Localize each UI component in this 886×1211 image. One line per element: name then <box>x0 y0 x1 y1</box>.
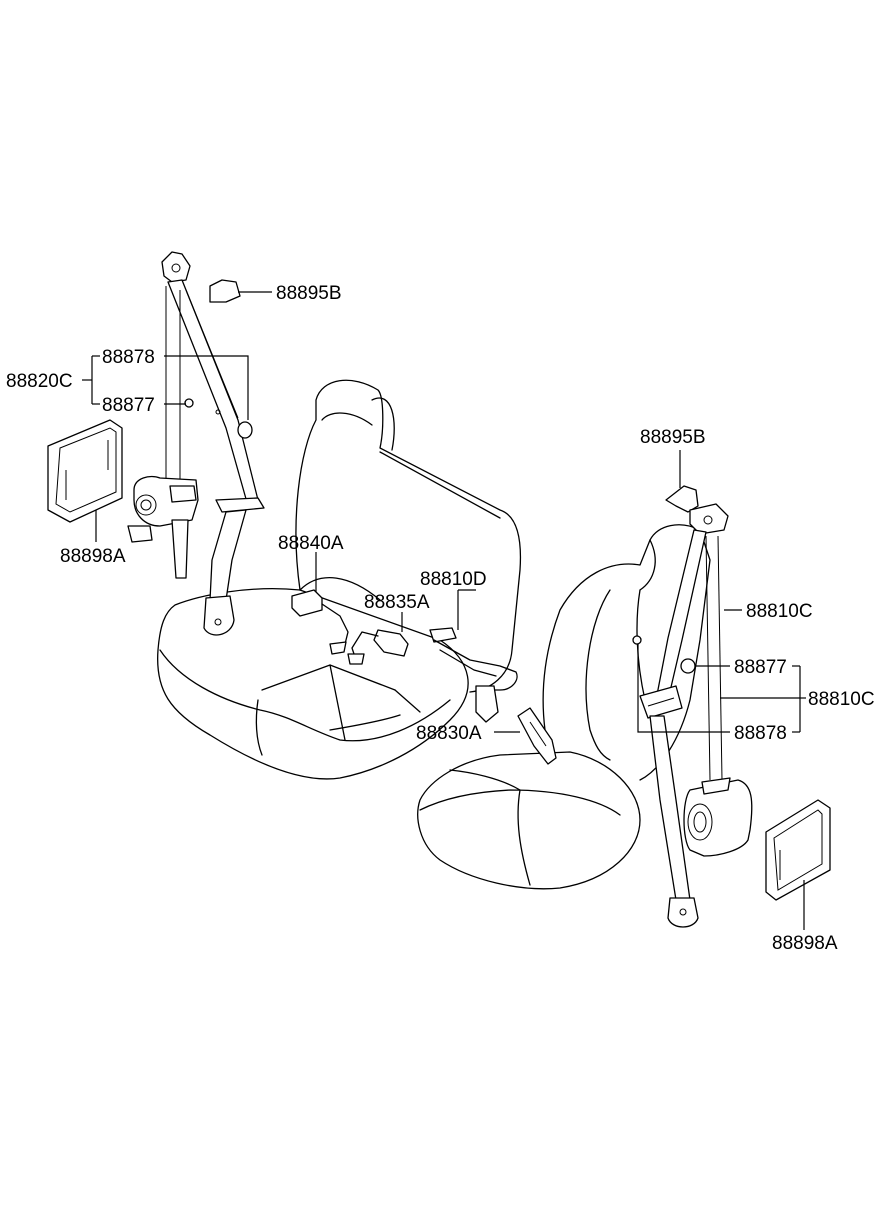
label-88830a: 88830A <box>416 723 482 744</box>
front-seat <box>417 524 711 890</box>
label-88898a-right: 88898A <box>772 933 838 954</box>
label-88898a-left: 88898A <box>60 546 126 567</box>
label-88895b-left: 88895B <box>276 283 342 304</box>
label-88810c-lower: 88810C <box>808 689 875 710</box>
left-belt-assembly <box>47 251 265 636</box>
label-88810d: 88810D <box>420 569 487 590</box>
label-88835a: 88835A <box>364 592 430 613</box>
part-labels: 88895B 88878 88820C 88877 88898A 88840A … <box>6 283 875 954</box>
right-belt-assembly <box>632 485 831 928</box>
label-88810c-upper: 88810C <box>746 601 813 622</box>
label-88877-left: 88877 <box>102 395 155 416</box>
label-88840a: 88840A <box>278 533 344 554</box>
leader-lines <box>82 291 806 930</box>
label-88878-right: 88878 <box>734 723 787 744</box>
label-88895b-right: 88895B <box>640 427 706 448</box>
center-buckles <box>291 589 518 723</box>
front-buckle <box>517 707 557 765</box>
rear-seat <box>156 379 522 780</box>
label-88878-left: 88878 <box>102 347 155 368</box>
label-88877-right: 88877 <box>734 657 787 678</box>
label-88820c: 88820C <box>6 371 73 392</box>
